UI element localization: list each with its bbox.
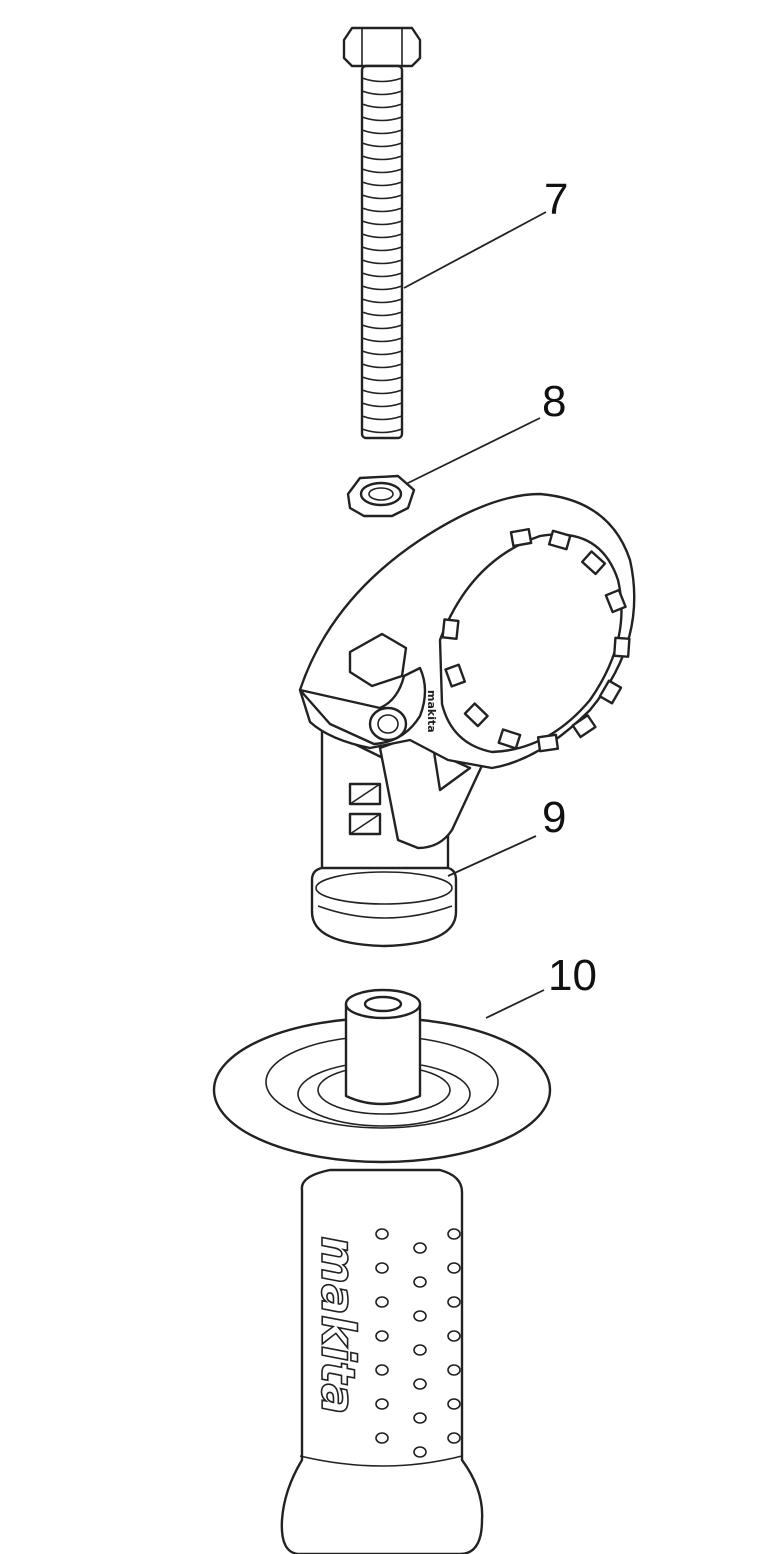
part-9-clamp: makita bbox=[298, 492, 636, 948]
grip-dot bbox=[447, 1364, 461, 1376]
thread-line bbox=[361, 389, 403, 395]
grip-dot bbox=[447, 1398, 461, 1410]
part-7-bolt bbox=[342, 26, 422, 440]
leader-10 bbox=[485, 989, 545, 1019]
part-8-nut bbox=[346, 474, 416, 518]
thread-line bbox=[361, 155, 403, 161]
handle-brand-label: makita bbox=[311, 1236, 365, 1414]
thread-line bbox=[361, 337, 403, 343]
thread-line bbox=[361, 142, 403, 148]
thread-line bbox=[361, 428, 403, 434]
thread-line bbox=[361, 181, 403, 187]
clamp-tooth bbox=[463, 702, 489, 728]
grip-dot bbox=[375, 1398, 389, 1410]
grip-dot bbox=[375, 1296, 389, 1308]
thread-line bbox=[361, 233, 403, 239]
grip-dot bbox=[447, 1330, 461, 1342]
clamp-tooth bbox=[509, 527, 533, 548]
clamp-tooth bbox=[580, 550, 607, 576]
clamp-tooth bbox=[441, 618, 460, 641]
grip-dot bbox=[413, 1242, 427, 1254]
grip-dot bbox=[447, 1262, 461, 1274]
thread-line bbox=[361, 246, 403, 252]
grip-dot bbox=[375, 1262, 389, 1274]
thread-line bbox=[361, 324, 403, 330]
grip-dot bbox=[447, 1432, 461, 1444]
leader-9 bbox=[447, 835, 537, 877]
clamp-brand-label: makita bbox=[425, 690, 438, 733]
callout-8: 8 bbox=[542, 377, 566, 426]
grip-dot bbox=[375, 1330, 389, 1342]
clamp-tooth bbox=[444, 663, 467, 688]
clamp-tooth bbox=[571, 714, 597, 739]
grip-dot bbox=[413, 1446, 427, 1458]
thread-line bbox=[361, 259, 403, 265]
thread-line bbox=[361, 103, 403, 109]
clamp-tooth bbox=[612, 636, 631, 658]
thread-line bbox=[361, 220, 403, 226]
callout-7: 7 bbox=[544, 175, 568, 224]
clamp-tooth bbox=[604, 588, 627, 614]
grip-dot bbox=[413, 1276, 427, 1288]
grip-dot bbox=[413, 1412, 427, 1424]
grip-dot bbox=[413, 1378, 427, 1390]
thread-line bbox=[361, 363, 403, 369]
grip-dot bbox=[413, 1344, 427, 1356]
thread-line bbox=[361, 402, 403, 408]
clamp-tooth bbox=[536, 733, 560, 753]
bolt-threads bbox=[361, 77, 403, 434]
leader-7 bbox=[403, 211, 547, 289]
callout-9: 9 bbox=[542, 793, 566, 842]
leader-8 bbox=[405, 417, 541, 485]
grip-dot bbox=[375, 1228, 389, 1240]
thread-line bbox=[361, 207, 403, 213]
grip-dot bbox=[447, 1296, 461, 1308]
thread-line bbox=[361, 311, 403, 317]
thread-line bbox=[361, 116, 403, 122]
thread-line bbox=[361, 350, 403, 356]
grip-dot bbox=[375, 1364, 389, 1376]
thread-line bbox=[361, 168, 403, 174]
thread-line bbox=[361, 90, 403, 96]
grip-dot bbox=[447, 1228, 461, 1240]
thread-line bbox=[361, 129, 403, 135]
thread-line bbox=[361, 272, 403, 278]
thread-line bbox=[361, 298, 403, 304]
grip-dots bbox=[375, 1228, 461, 1458]
thread-line bbox=[361, 415, 403, 421]
thread-line bbox=[361, 376, 403, 382]
clamp-teeth bbox=[441, 527, 631, 753]
clamp-tooth bbox=[497, 728, 522, 750]
grip-dot bbox=[375, 1432, 389, 1444]
thread-line bbox=[361, 285, 403, 291]
callout-10: 10 bbox=[548, 951, 597, 1000]
thread-line bbox=[361, 194, 403, 200]
part-10-handle: makita bbox=[212, 988, 552, 1554]
clamp-tooth bbox=[598, 679, 623, 705]
thread-line bbox=[361, 77, 403, 83]
grip-dot bbox=[413, 1310, 427, 1322]
clamp-tooth bbox=[547, 529, 572, 551]
